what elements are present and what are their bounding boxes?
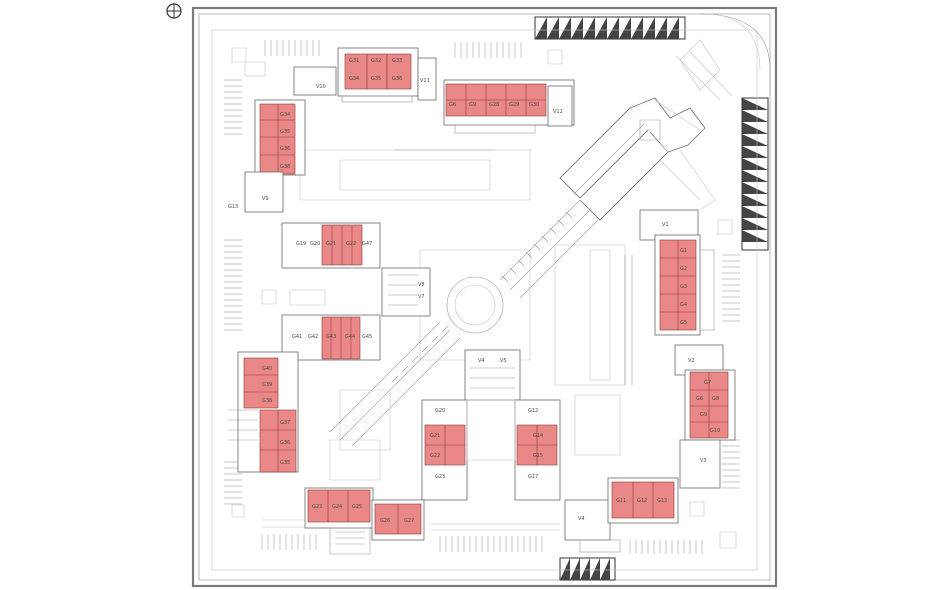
- svg-text:G31: G31: [349, 58, 359, 64]
- svg-text:G23: G23: [435, 474, 445, 480]
- svg-text:G23: G23: [312, 504, 322, 510]
- svg-text:G21: G21: [326, 241, 336, 247]
- cluster-south-east: V4 G11 G12 G13: [564, 477, 679, 553]
- entrance-roundabout: [675, 13, 771, 101]
- svg-text:G26: G26: [380, 518, 390, 524]
- svg-text:G38: G38: [262, 398, 272, 404]
- cluster-north-east: G6 G9 G28 G29 G30 V12: [443, 79, 575, 134]
- svg-text:G13: G13: [657, 498, 667, 504]
- svg-text:G20: G20: [435, 408, 445, 414]
- svg-text:G44: G44: [345, 334, 355, 340]
- svg-text:V12: V12: [553, 109, 563, 115]
- svg-text:G25: G25: [352, 504, 362, 510]
- svg-text:G10: G10: [710, 428, 720, 434]
- housing-unit: [611, 481, 675, 519]
- svg-text:G34: G34: [280, 112, 290, 118]
- svg-text:V10: V10: [316, 84, 326, 90]
- svg-text:V5: V5: [500, 358, 507, 364]
- svg-text:G35: G35: [280, 129, 290, 135]
- svg-text:G19: G19: [296, 241, 306, 247]
- svg-text:G1: G1: [680, 248, 687, 254]
- svg-text:G7: G7: [704, 380, 711, 386]
- svg-text:G39: G39: [262, 382, 272, 388]
- svg-text:G11: G11: [616, 498, 626, 504]
- svg-text:G29: G29: [509, 102, 519, 108]
- svg-text:G40: G40: [262, 366, 272, 372]
- svg-text:G6: G6: [696, 396, 703, 402]
- svg-text:V4: V4: [478, 358, 485, 364]
- hatch-strip-south: [559, 557, 616, 581]
- svg-text:G3: G3: [680, 284, 687, 290]
- svg-text:G9: G9: [469, 102, 476, 108]
- admin-building: [559, 97, 716, 221]
- svg-text:G22: G22: [346, 241, 356, 247]
- svg-text:G2: G2: [680, 266, 687, 272]
- svg-text:G14: G14: [533, 433, 543, 439]
- svg-text:G4: G4: [680, 302, 687, 308]
- svg-text:G12: G12: [528, 408, 538, 414]
- svg-text:G20: G20: [310, 241, 320, 247]
- cluster-central-upper: G19 G20 G21 G22 G47 V8 V7: [281, 222, 431, 317]
- svg-text:G47: G47: [362, 241, 372, 247]
- svg-text:V1: V1: [662, 222, 669, 228]
- svg-text:G8: G8: [712, 396, 719, 402]
- svg-text:V11: V11: [420, 78, 430, 84]
- svg-text:G32: G32: [371, 58, 381, 64]
- svg-text:G45: G45: [362, 334, 372, 340]
- housing-unit: [386, 53, 412, 90]
- svg-text:G6: G6: [449, 102, 456, 108]
- cluster-north: V10 G31 G32 G33 G34 G35 G36 V11: [293, 47, 437, 103]
- housing-unit: [259, 103, 296, 175]
- svg-text:G27: G27: [404, 518, 414, 524]
- svg-text:V3: V3: [700, 458, 707, 464]
- svg-text:G33: G33: [392, 58, 402, 64]
- parking-west: [224, 79, 242, 505]
- svg-text:V7: V7: [418, 294, 425, 300]
- svg-text:G35: G35: [280, 460, 290, 466]
- svg-text:G13: G13: [228, 204, 238, 210]
- svg-text:G15: G15: [533, 453, 543, 459]
- parking-east: [722, 254, 740, 489]
- svg-text:G43: G43: [326, 334, 336, 340]
- svg-text:G41: G41: [292, 334, 302, 340]
- svg-text:G21: G21: [430, 433, 440, 439]
- north-arrow-icon: [166, 3, 182, 19]
- hatch-strip-east: [741, 97, 769, 251]
- svg-text:G24: G24: [332, 504, 342, 510]
- svg-text:G28: G28: [489, 102, 499, 108]
- svg-text:G12: G12: [637, 498, 647, 504]
- svg-text:G37: G37: [280, 420, 290, 426]
- internal-roads: [211, 29, 758, 571]
- parking-north: [264, 40, 522, 58]
- svg-text:G36: G36: [280, 146, 290, 152]
- parking-south: [261, 534, 703, 554]
- svg-text:G35: G35: [371, 76, 381, 82]
- svg-text:G22: G22: [430, 453, 440, 459]
- svg-text:G30: G30: [529, 102, 539, 108]
- svg-text:G36: G36: [392, 76, 402, 82]
- svg-text:G17: G17: [528, 474, 538, 480]
- svg-text:G34: G34: [349, 76, 359, 82]
- svg-text:G9: G9: [700, 412, 707, 418]
- cluster-south-west: G23 G24 G25 G26 G27: [304, 487, 425, 555]
- hatch-strip-north: [534, 16, 686, 40]
- svg-text:V2: V2: [688, 358, 695, 364]
- svg-text:G38: G38: [280, 164, 290, 170]
- site-boundary: [191, 6, 778, 588]
- svg-text:G42: G42: [308, 334, 318, 340]
- housing-unit: [307, 489, 371, 523]
- svg-text:G36: G36: [280, 440, 290, 446]
- svg-text:V4: V4: [578, 516, 585, 522]
- svg-text:V9: V9: [262, 196, 269, 202]
- svg-text:G5: G5: [680, 320, 687, 326]
- svg-text:V8: V8: [418, 282, 425, 288]
- housing-unit: [243, 357, 279, 409]
